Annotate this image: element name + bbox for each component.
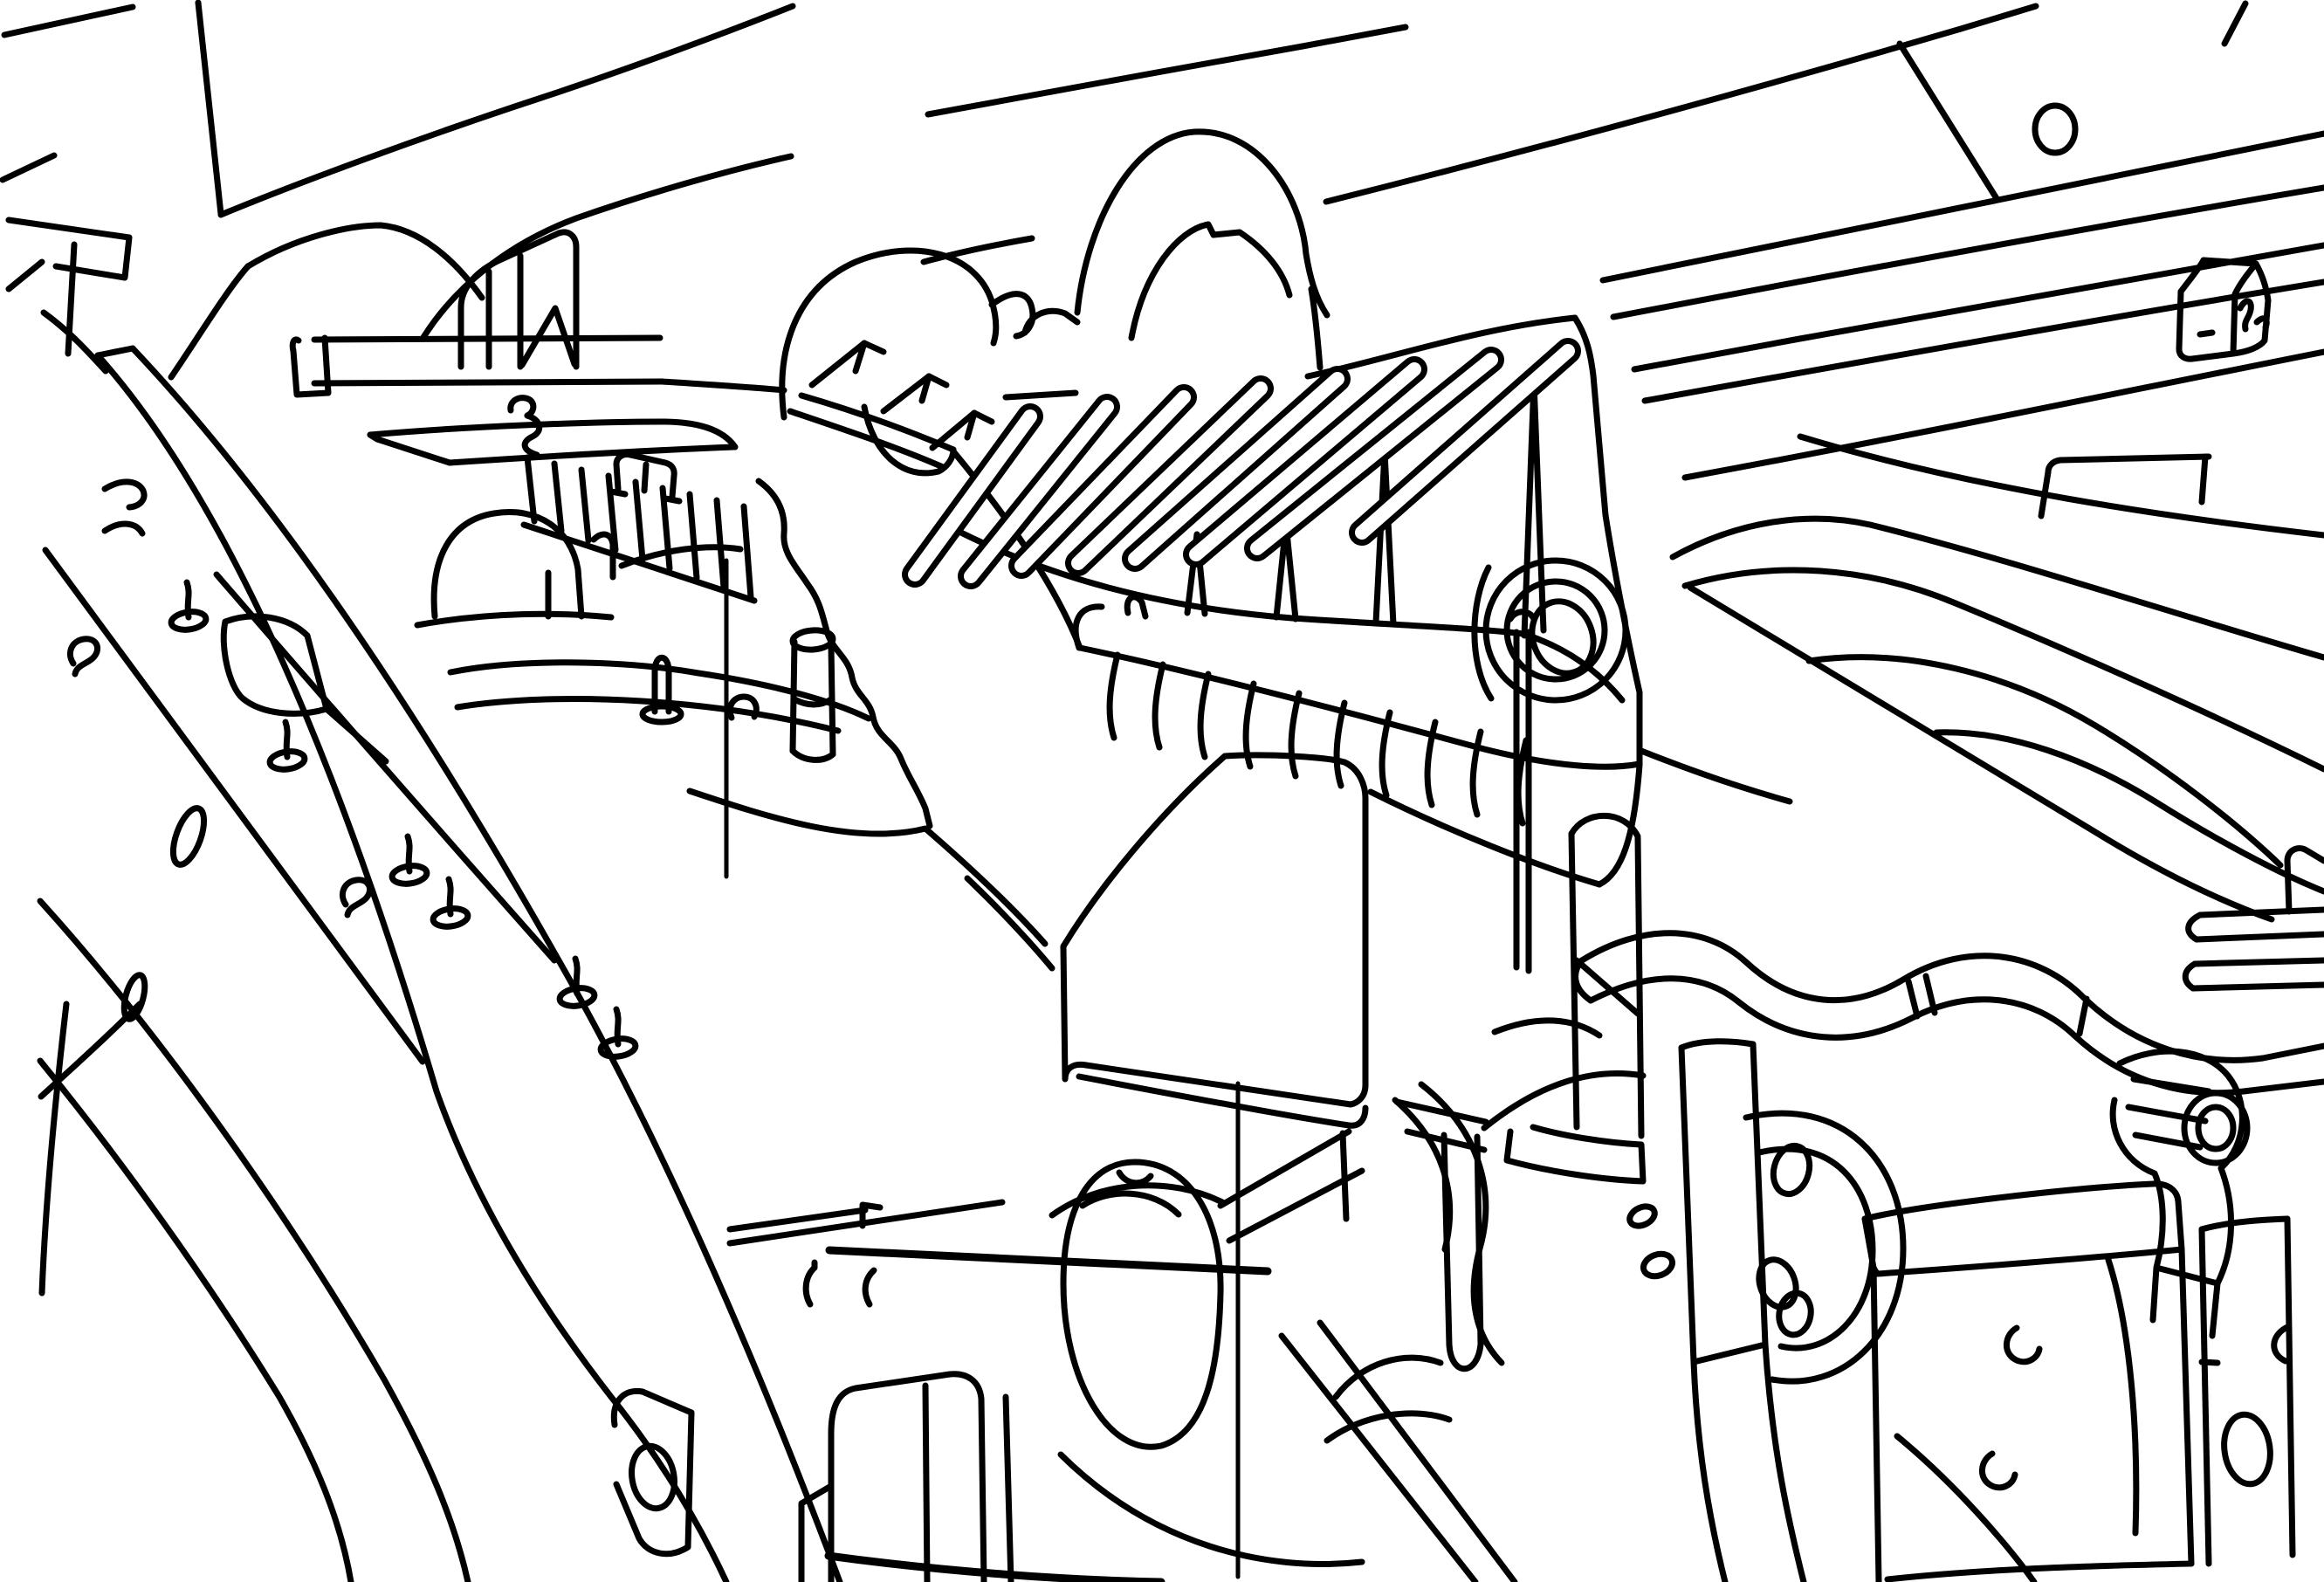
suspension-and-subframe (726, 1128, 1518, 1582)
cover-rib (908, 409, 1037, 581)
subframe-heavy-edges (824, 1246, 1272, 1582)
cover-rib (1250, 353, 1498, 555)
engine-and-hoses (1324, 609, 2324, 1582)
cover-rib (1071, 382, 1268, 570)
leader-lines (724, 558, 1241, 1579)
cover-rib (1128, 372, 1344, 566)
air-cleaner-cover (779, 128, 1643, 767)
cover-rib (1355, 344, 1575, 540)
hood-panel (0, 0, 2324, 539)
cover-rib (1014, 390, 1191, 573)
strut-tower-and-battery-tray (289, 334, 872, 763)
cover-rib (1189, 362, 1421, 561)
resonator-duct (1060, 752, 1369, 1129)
left-fender-apron-and-rails (5, 153, 843, 1582)
cowl-and-windshield-curves (1669, 515, 2324, 923)
cover-rib (964, 400, 1114, 583)
